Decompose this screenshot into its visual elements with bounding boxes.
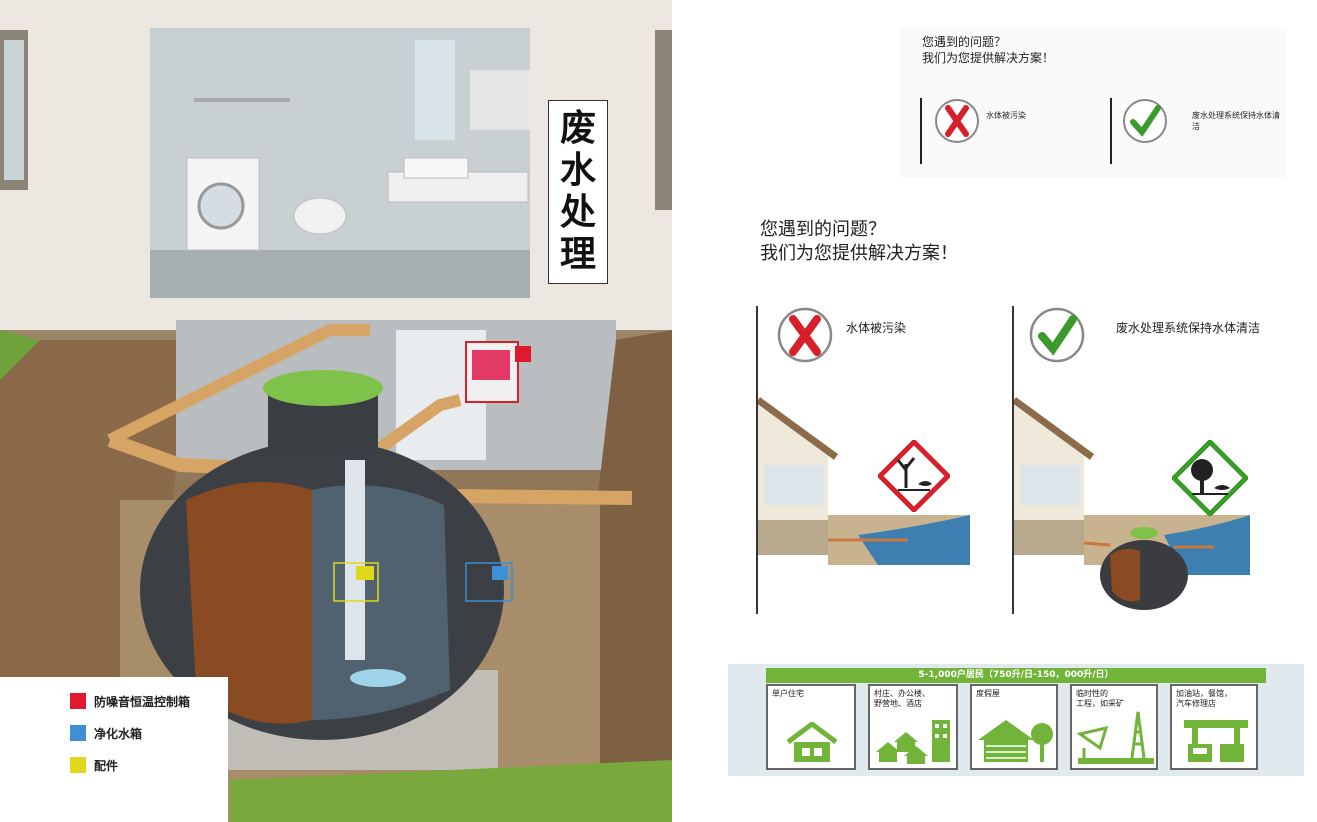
legend-item: 净化水箱 [70, 717, 228, 749]
card-label: 单户住宅 [772, 689, 804, 698]
capacity-header: 5-1,000户居民（750升/日-150，000升/日） [766, 668, 1266, 683]
clean-scene [1014, 397, 1250, 610]
check-icon [1123, 99, 1167, 143]
application-card: 临时性的 工程，如采矿 [1070, 684, 1158, 770]
legend-item: 防噪音恒温控制箱 [70, 685, 228, 717]
divider [1012, 306, 1014, 614]
application-card: 度假屋 [970, 684, 1058, 770]
cross-icon [777, 307, 833, 363]
card-label: 加油站，餐馆， 汽车修理店 [1176, 689, 1232, 708]
village-icon [876, 720, 950, 764]
legend-label: 配件 [94, 758, 119, 773]
legend-label: 净化水箱 [94, 726, 143, 741]
title-char: 水 [559, 150, 596, 191]
question-line: 我们为您提供解决方案！ [760, 243, 958, 264]
environment-hazard-icon [878, 440, 950, 512]
card-label: 度假屋 [976, 689, 1000, 698]
cross-icon [935, 99, 979, 143]
card-label: 临时性的 工程，如采矿 [1076, 689, 1124, 708]
divider [756, 306, 758, 614]
solution-caption: 废水处理系统保持水体清洁 [1116, 321, 1261, 335]
house-icon [786, 722, 838, 762]
small-problem-solution: 您遇到的问题？ 我们为您提供解决方案！ 水体被污染 废水处理系统保持水体清洁 [900, 28, 1286, 178]
gas-station-icon [1184, 720, 1248, 762]
polluted-scene [758, 397, 970, 565]
legend-swatch [70, 693, 86, 709]
divider [1110, 98, 1112, 164]
application-card: 单户住宅 [766, 684, 856, 770]
capacity-band: 5-1,000户居民（750升/日-150，000升/日） 单户住宅 村庄、办公… [728, 664, 1304, 776]
title-char: 废 [559, 108, 596, 149]
problem-caption: 水体被污染 [846, 321, 907, 335]
wastewater-illustration: 废 水 处 理 防噪音恒温控制箱 净化水箱 配件 [0, 0, 672, 822]
card-label: 村庄、办公楼、 野营地、酒店 [874, 689, 930, 708]
page-title-vertical: 废 水 处 理 [548, 100, 608, 284]
legend-swatch [70, 725, 86, 741]
legend: 防噪音恒温控制箱 净化水箱 配件 [0, 677, 228, 822]
small-question: 您遇到的问题？ 我们为您提供解决方案！ [922, 34, 1054, 66]
question-line: 您遇到的问题？ [922, 35, 1007, 49]
check-icon [1029, 307, 1085, 363]
legend-swatch [70, 757, 86, 773]
holiday-house-icon [978, 720, 1053, 762]
application-card: 加油站，餐馆， 汽车修理店 [1170, 684, 1258, 770]
main-question: 您遇到的问题？ 我们为您提供解决方案！ [760, 218, 958, 266]
title-char: 处 [559, 192, 596, 233]
solution-caption: 废水处理系统保持水体清洁 [1192, 111, 1280, 131]
question-line: 您遇到的问题？ [760, 219, 886, 240]
application-card: 村庄、办公楼、 野营地、酒店 [868, 684, 958, 770]
mining-icon [1076, 711, 1154, 764]
environment-safe-icon [1172, 440, 1248, 516]
divider [920, 98, 922, 164]
problem-caption: 水体被污染 [986, 111, 1026, 120]
legend-item: 配件 [70, 749, 228, 781]
question-line: 我们为您提供解决方案！ [922, 51, 1055, 65]
title-char: 理 [559, 234, 596, 275]
legend-label: 防噪音恒温控制箱 [94, 694, 191, 709]
